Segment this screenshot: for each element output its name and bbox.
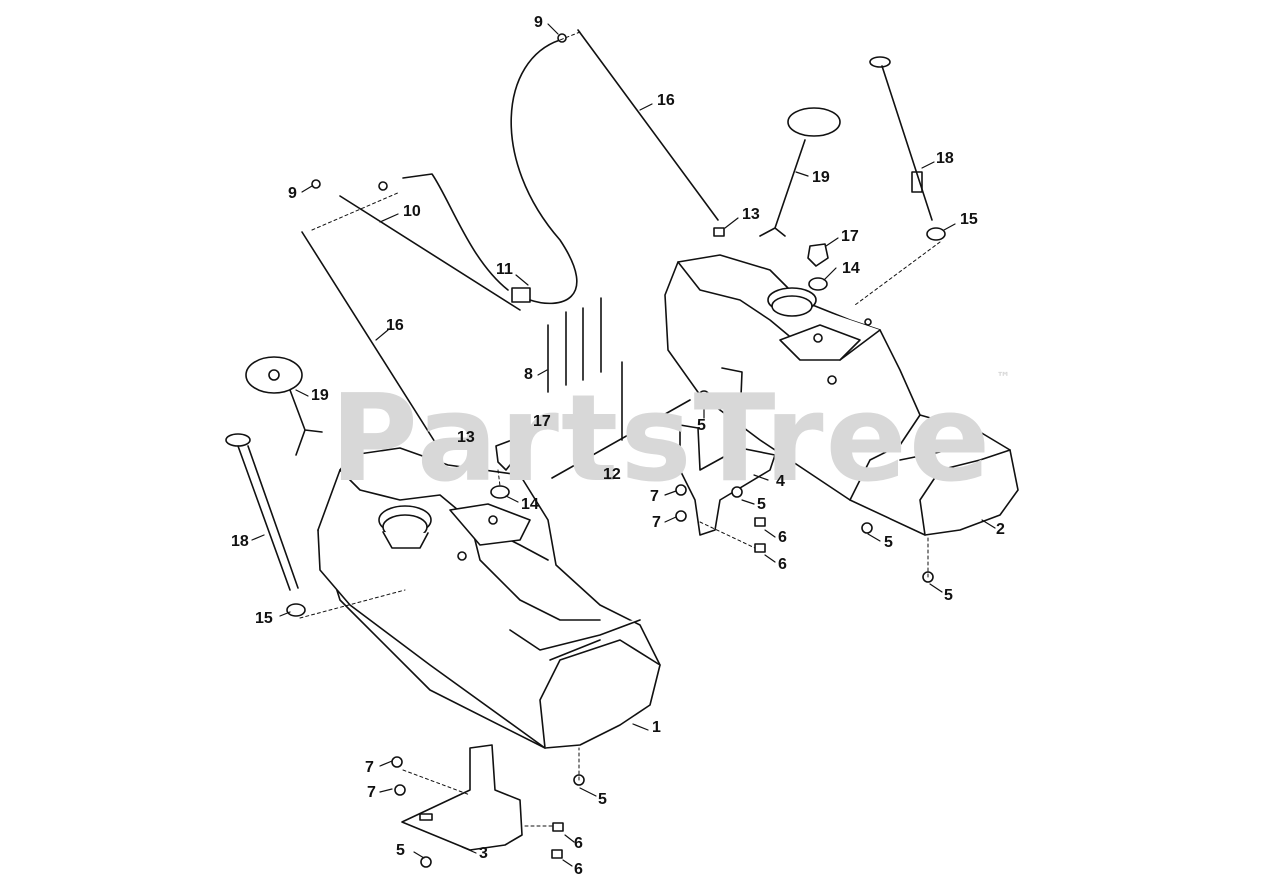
guide-lines <box>299 31 941 827</box>
leader-lines <box>251 23 996 867</box>
hose-10 <box>339 39 578 311</box>
callout-14: 14 <box>842 260 860 277</box>
callout-1: 1 <box>652 719 661 736</box>
rod-12 <box>551 399 691 479</box>
grommet-13-left <box>429 447 441 457</box>
grommet-13-right <box>713 227 725 237</box>
callout-7: 7 <box>650 488 659 505</box>
valve-17-left <box>495 439 519 471</box>
callout-18: 18 <box>231 533 249 550</box>
seal-14-right <box>808 277 828 291</box>
callout-6: 6 <box>778 556 787 573</box>
grommet-15-left <box>286 603 306 617</box>
callout-19: 19 <box>311 387 329 404</box>
callout-9: 9 <box>534 14 543 31</box>
callout-5: 5 <box>396 842 405 859</box>
fasteners <box>311 33 934 868</box>
callout-16: 16 <box>386 317 404 334</box>
fuel-gauge-18-right <box>869 56 933 221</box>
callout-2: 2 <box>996 521 1005 538</box>
callout-18: 18 <box>936 150 954 167</box>
callout-12: 12 <box>603 466 621 483</box>
callout-15: 15 <box>960 211 978 228</box>
callout-3: 3 <box>479 845 488 862</box>
callout-17: 17 <box>533 413 551 430</box>
seal-14-left <box>490 485 510 499</box>
callout-6: 6 <box>778 529 787 546</box>
callout-11: 11 <box>496 261 513 278</box>
callout-6: 6 <box>574 861 583 878</box>
callout-15: 15 <box>255 610 273 627</box>
callout-19: 19 <box>812 169 830 186</box>
callout-5: 5 <box>944 587 953 604</box>
callout-9: 9 <box>288 185 297 202</box>
rods-8 <box>547 297 623 441</box>
fuel-gauge-18-left <box>225 433 299 591</box>
grommet-15-right <box>926 227 946 241</box>
callout-13: 13 <box>742 206 760 223</box>
valve-17-right <box>807 243 829 267</box>
callout-7: 7 <box>365 759 374 776</box>
callout-4: 4 <box>776 473 785 490</box>
callout-10: 10 <box>403 203 421 220</box>
callout-6: 6 <box>574 835 583 852</box>
fuel-cap-19-left <box>245 356 323 456</box>
fuel-tank-left <box>317 447 661 749</box>
fuel-cap-19-right <box>759 107 841 237</box>
callout-8: 8 <box>524 366 533 383</box>
callout-5: 5 <box>757 496 766 513</box>
fuel-tank-right <box>664 254 1019 536</box>
rod-16-right <box>577 29 719 221</box>
callout-17: 17 <box>841 228 859 245</box>
rod-16-left <box>301 231 441 451</box>
bracket-4 <box>679 367 776 536</box>
callout-5: 5 <box>884 534 893 551</box>
callout-7: 7 <box>367 784 376 801</box>
callout-14: 14 <box>521 496 539 513</box>
callout-5: 5 <box>598 791 607 808</box>
callout-5: 5 <box>697 417 706 434</box>
callout-16: 16 <box>657 92 675 109</box>
callout-7: 7 <box>652 514 661 531</box>
callout-13: 13 <box>457 429 475 446</box>
bracket-3 <box>401 744 523 851</box>
